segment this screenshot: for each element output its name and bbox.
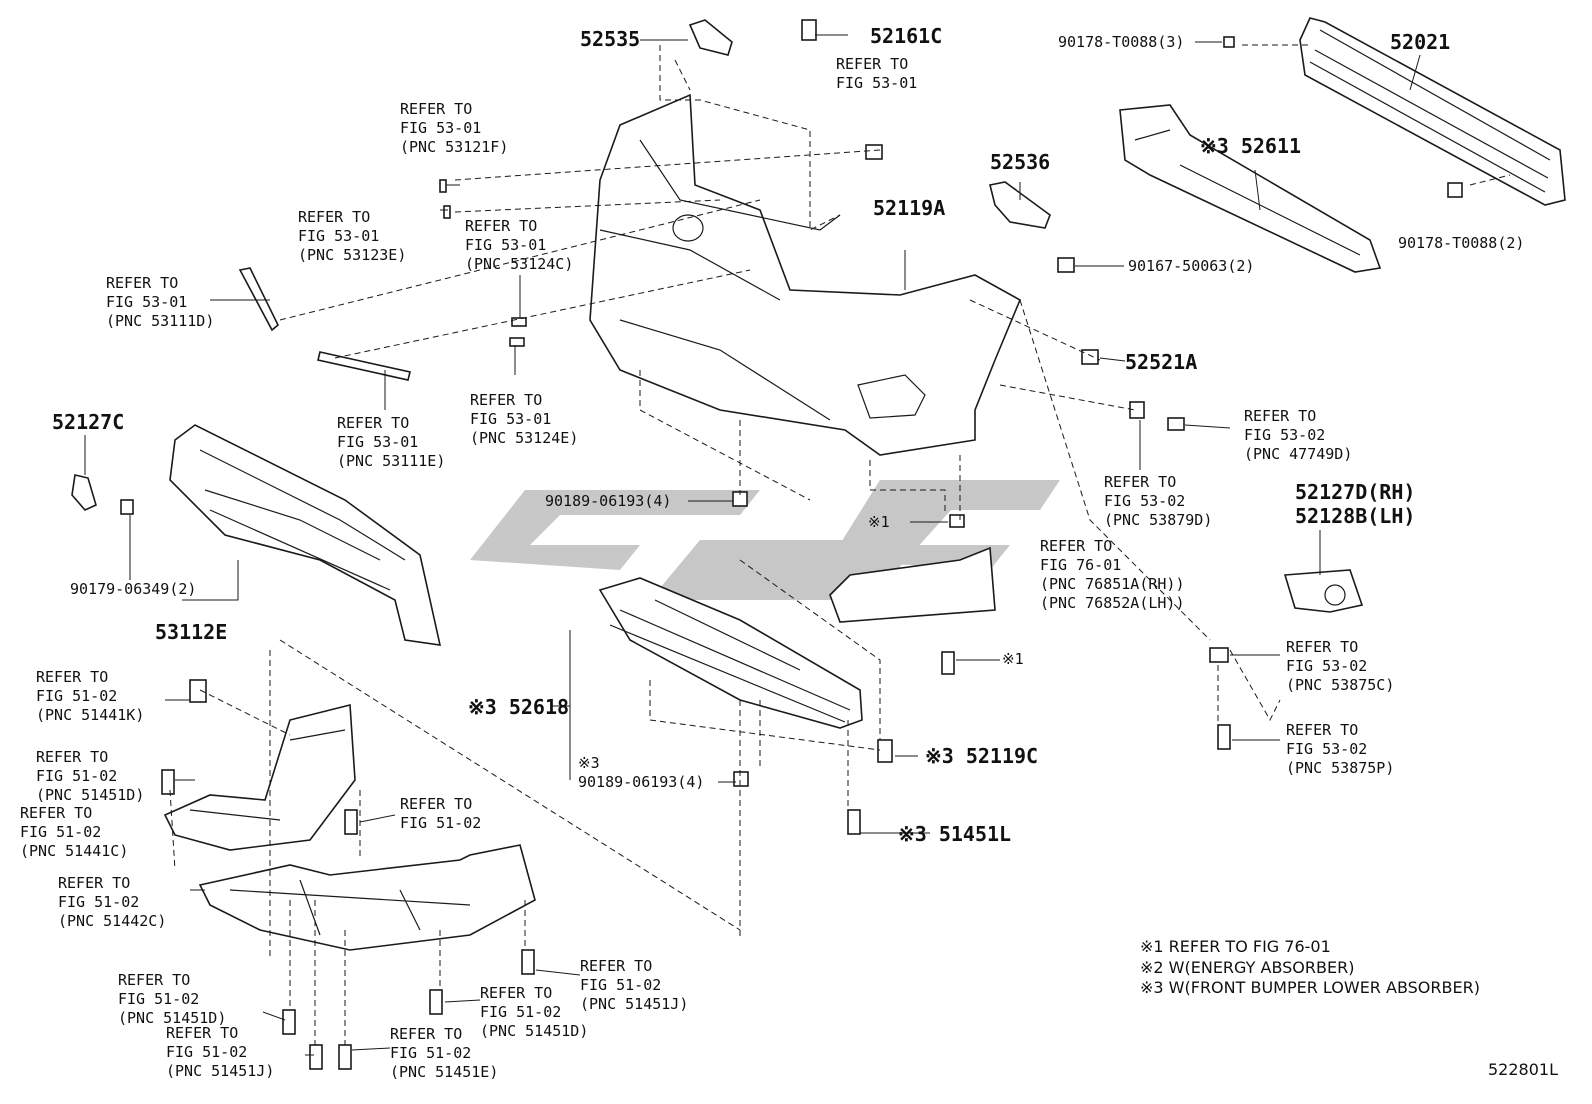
note-3: ※3 W(FRONT BUMPER LOWER ABSORBER) xyxy=(1140,978,1480,997)
refer-label: REFER TO FIG 76-01 (PNC 76851A(RH)) (PNC… xyxy=(1040,537,1185,612)
refer-label: REFER TO FIG 51-02 xyxy=(400,795,482,832)
label-52161C: 52161C xyxy=(870,24,943,48)
label-90178-2: 90178-T0088(2) xyxy=(1398,234,1525,252)
dashed-guides xyxy=(169,44,1511,1045)
label-52119C: ※3 52119C xyxy=(925,744,1039,768)
refer-label: REFER TO FIG 53-01 (PNC 53121F) xyxy=(400,100,509,156)
label-90189-bottom: 90189-06193(4) xyxy=(578,773,705,791)
fog-cover-52127D xyxy=(1283,569,1364,613)
refer-label: REFER TO FIG 51-02 (PNC 51441C) xyxy=(20,804,129,860)
refer-label: REFER TO FIG 51-02 (PNC 51442C) xyxy=(58,874,167,930)
lower-grille-53112E xyxy=(169,424,442,646)
refer-label: REFER TO FIG 53-02 (PNC 47749D) xyxy=(1244,407,1353,463)
label-52119A: 52119A xyxy=(873,196,946,220)
refer-label: REFER TO FIG 53-02 (PNC 53875C) xyxy=(1286,638,1395,694)
refer-label: REFER TO FIG 53-02 (PNC 53875P) xyxy=(1286,721,1395,777)
leader-lines xyxy=(84,34,1421,1056)
refer-label: REFER TO FIG 51-02 (PNC 51451J) xyxy=(580,957,689,1013)
refer-label: REFER TO FIG 53-01 (PNC 53124E) xyxy=(470,391,579,447)
reinforcement-beam-52021 xyxy=(1299,17,1566,206)
label-52536: 52536 xyxy=(990,150,1051,174)
label-90178-3: 90178-T0088(3) xyxy=(1058,33,1185,51)
label-star1-a: ※1 xyxy=(868,513,890,531)
refer-label: REFER TO FIG 51-02 (PNC 51451D) xyxy=(118,971,227,1027)
figure-number: 522801L xyxy=(1488,1060,1558,1079)
refer-label: REFER TO FIG 51-02 (PNC 51451E) xyxy=(390,1025,499,1081)
refer-label: REFER TO FIG 51-02 (PNC 51451J) xyxy=(166,1024,275,1080)
cover-52127C xyxy=(71,474,97,511)
label-90167: 90167-50063(2) xyxy=(1128,257,1255,275)
lower-absorber-52618 xyxy=(598,577,863,729)
label-52127D: 52127D(RH) xyxy=(1295,480,1416,504)
label-52021: 52021 xyxy=(1390,30,1451,54)
note-1: ※1 REFER TO FIG 76-01 xyxy=(1140,937,1331,956)
refer-label: REFER TO FIG 53-01 (PNC 53123E) xyxy=(298,208,407,264)
refer-label: REFER TO FIG 53-01 (PNC 53111D) xyxy=(106,274,215,330)
label-52127C: 52127C xyxy=(52,410,125,434)
refer-label: REFER TO FIG 53-01 (PNC 53124C) xyxy=(465,217,574,273)
label-52611: ※3 52611 xyxy=(1200,134,1302,158)
refer-label: REFER TO FIG 53-02 (PNC 53879D) xyxy=(1104,473,1213,529)
refer-label: REFER TO FIG 53-01 (PNC 53111E) xyxy=(337,414,446,470)
energy-absorber-52611 xyxy=(1119,104,1382,273)
label-90179: 90179-06349(2) xyxy=(70,580,197,598)
fasteners xyxy=(120,19,1463,1070)
refer-label: REFER TO FIG 53-01 xyxy=(836,55,918,92)
label-90189-bottom-mark: ※3 xyxy=(578,754,600,772)
label-51451L: ※3 51451L xyxy=(898,822,1012,846)
bumper-cover-52119A xyxy=(589,93,1022,456)
label-52535: 52535 xyxy=(580,27,641,51)
engine-under-cover-upper xyxy=(163,703,356,851)
bracket-52536 xyxy=(989,181,1051,229)
refer-label: REFER TO FIG 51-02 (PNC 51451D) xyxy=(36,748,145,804)
label-52128B: 52128B(LH) xyxy=(1295,504,1416,528)
side-spoiler xyxy=(829,546,996,623)
label-52618: ※3 52618 xyxy=(468,695,570,719)
label-star1-b: ※1 xyxy=(1002,650,1024,668)
refer-label: REFER TO FIG 51-02 (PNC 51441K) xyxy=(36,668,145,724)
note-2: ※2 W(ENERGY ABSORBER) xyxy=(1140,958,1355,977)
label-52521A: 52521A xyxy=(1125,350,1198,374)
label-90189-top: 90189-06193(4) xyxy=(545,492,672,510)
label-53112E: 53112E xyxy=(155,620,228,644)
engine-under-cover-lower xyxy=(198,844,536,951)
bracket-52535 xyxy=(688,19,733,56)
refer-label: REFER TO FIG 51-02 (PNC 51451D) xyxy=(480,984,589,1040)
